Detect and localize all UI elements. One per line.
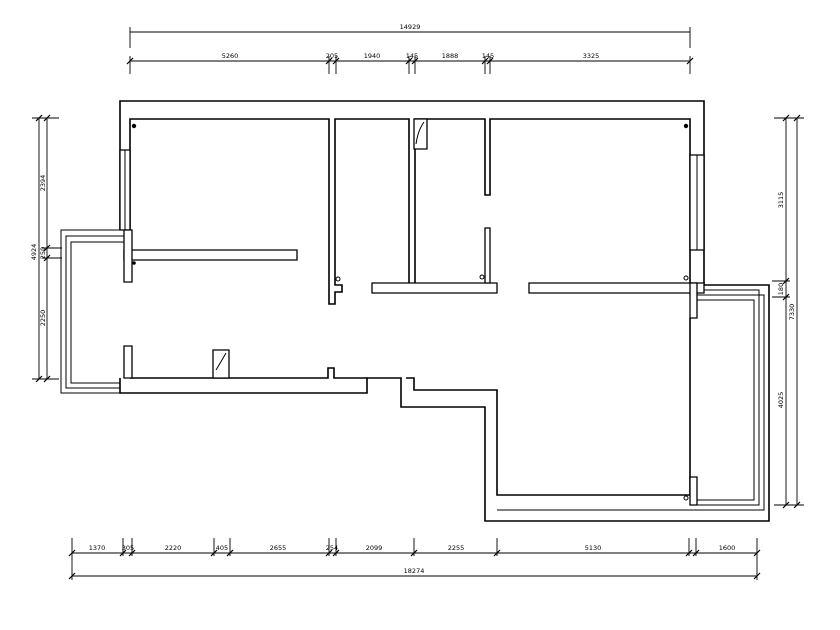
top-dimension-segment: 1940	[364, 52, 381, 60]
top-dimension-segment: 1888	[442, 52, 459, 60]
wall-stub	[124, 346, 132, 378]
bottom-dimension-segment: 2099	[366, 544, 383, 552]
interior-partition-wall	[124, 250, 297, 260]
left-balcony-railing	[61, 230, 130, 393]
right-balcony-railing	[697, 290, 759, 505]
left-dimension-segment: 250	[39, 247, 47, 259]
floor-plan-walls	[61, 101, 769, 521]
exterior-wall-inner	[130, 368, 367, 378]
wall-stub	[485, 228, 490, 283]
top-overall-dimension: 14929	[400, 23, 421, 31]
top-dimension-segment: 145	[406, 52, 418, 60]
door-frame	[414, 119, 427, 149]
bottom-dimension-segment: 5130	[585, 544, 602, 552]
interior-partition-wall	[372, 283, 497, 293]
bottom-dimension-segment: 1600	[719, 544, 736, 552]
column-marker	[131, 123, 137, 129]
right-balcony-railing	[497, 295, 764, 510]
interior-partition-wall	[529, 283, 704, 293]
column-marker	[683, 495, 689, 501]
wall-stub	[690, 477, 697, 505]
column-marker	[132, 261, 136, 265]
door-swing	[416, 122, 424, 144]
wall-stub	[124, 230, 132, 282]
column-marker	[683, 123, 689, 129]
bottom-overall-dimension: 18274	[404, 567, 425, 575]
column-marker	[479, 274, 485, 280]
left-dimension-segment: 2394	[39, 175, 47, 192]
top-dimension-segment: 145	[482, 52, 494, 60]
top-dimension-segment: 5260	[222, 52, 239, 60]
bottom-dimension-segment: 254	[326, 544, 338, 552]
wall-stub	[690, 283, 697, 318]
column-marker	[335, 276, 341, 282]
door-frame	[213, 350, 229, 378]
right-overall-dimension: 7330	[788, 304, 796, 321]
exterior-wall-inner	[415, 119, 690, 285]
right-dimension-segment: 180	[777, 283, 785, 295]
exterior-wall-outer	[120, 101, 769, 521]
left-dimension-group: 4924 2394 250 2250	[30, 115, 62, 382]
bottom-dimension-segment: 2220	[165, 544, 182, 552]
left-balcony-railing	[71, 242, 124, 383]
right-balcony-railing	[697, 300, 754, 500]
top-dimension-segment: 205	[326, 52, 338, 60]
left-balcony-railing	[66, 236, 130, 388]
bottom-dimension-segment: 1370	[89, 544, 106, 552]
door-swing	[216, 353, 226, 370]
bottom-dimension-segment: 405	[216, 544, 228, 552]
left-overall-dimension: 4924	[30, 244, 38, 261]
top-dimension-group: 14929 5260 205 1940 145 1888 145 3325	[127, 23, 693, 74]
right-dimension-group: 3115 180 4025 7330	[772, 115, 804, 508]
right-dimension-segment: 3115	[777, 192, 785, 209]
right-dimension-segment: 4025	[777, 392, 785, 409]
exterior-wall-inner	[130, 119, 409, 304]
bottom-dimension-group: 1370 305 2220 405 2655 254 2099 2255 513…	[69, 538, 760, 580]
top-dimension-segment: 3325	[583, 52, 600, 60]
bottom-dimension-segment: 2255	[448, 544, 465, 552]
bottom-dimension-segment: 305	[122, 544, 134, 552]
left-dimension-segment: 2250	[39, 310, 47, 327]
column-marker	[683, 275, 689, 281]
bottom-dimension-segment: 2655	[270, 544, 287, 552]
